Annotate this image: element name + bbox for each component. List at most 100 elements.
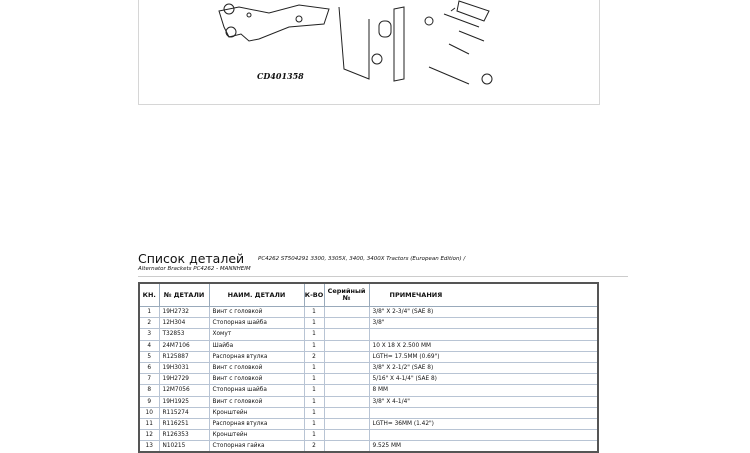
cell-index: 12 [138,429,160,442]
cell-part-name: Шайба [208,339,305,352]
parts-list-title: Список деталей [138,251,245,266]
cell-quantity: 1 [303,384,325,397]
cell-notes [368,429,599,442]
header-col-part-name: НАИМ. ДЕТАЛИ [208,282,305,307]
cell-part-name: Стопорная шайба [208,384,305,397]
cell-quantity: 1 [303,429,325,442]
cell-part-number: T32853 [158,328,210,341]
cell-serial [323,373,370,386]
cell-quantity: 2 [303,440,325,453]
cell-quantity: 1 [303,361,325,375]
cell-part-number: R115274 [158,406,210,419]
cell-index: 5 [138,350,160,363]
cell-serial [323,317,370,330]
cell-part-name: Хомут [208,328,305,341]
cell-part-number: N10215 [158,440,210,453]
cell-notes [368,406,599,419]
cell-part-number: 19H3031 [158,361,210,375]
cell-part-name: Винт с головкой [208,373,305,386]
diagram-code: CD401358 [257,71,304,81]
cell-serial [323,406,370,419]
cell-part-number: 19H2732 [158,305,210,319]
cell-index: 9 [138,395,160,408]
cell-index: 13 [138,440,160,453]
cell-notes: 5/16" X 4-1/4" (SAE 8) [368,373,599,386]
cell-quantity: 1 [303,339,325,352]
parts-diagram: CD401358 [138,0,600,105]
cell-serial [323,361,370,375]
cell-index: 11 [138,417,160,431]
cell-notes: 8 MM [368,384,599,397]
cell-quantity: 1 [303,395,325,408]
cell-index: 10 [138,406,160,419]
header-col-part-number: № ДЕТАЛИ [158,282,210,307]
cell-notes: 3/8" X 2-1/2" (SAE 8) [368,361,599,375]
cell-index: 6 [138,361,160,375]
cell-serial [323,350,370,363]
cell-index: 8 [138,384,160,397]
cell-notes: LGTH= 17.5MM (0.69") [368,350,599,363]
cell-part-name: Распорная втулка [208,417,305,431]
cell-part-number: R126353 [158,429,210,442]
cell-quantity: 1 [303,305,325,319]
cell-part-number: 19H2729 [158,373,210,386]
exploded-view-drawing [218,0,493,85]
cell-notes: 10 X 18 X 2.500 MM [368,339,599,352]
cell-part-name: Распорная втулка [208,350,305,363]
cell-quantity: 1 [303,328,325,341]
header-col-quantity: К-ВО [303,282,325,307]
cell-part-number: R125887 [158,350,210,363]
cell-notes: 3/8" [368,317,599,330]
cell-part-number: 24M7106 [158,339,210,352]
cell-part-name: Винт с головкой [208,361,305,375]
parts-list-subtitle: PC4262 ST504291 3300, 3305X, 3400, 3400X… [258,256,466,262]
cell-serial [323,384,370,397]
cell-notes [368,328,599,341]
cell-part-name: Стопорная шайба [208,317,305,330]
cell-index: 2 [138,317,160,330]
cell-quantity: 1 [303,317,325,330]
cell-part-number: 12M7056 [158,384,210,397]
cell-serial [323,305,370,319]
cell-part-number: 12H304 [158,317,210,330]
cell-serial [323,429,370,442]
cell-part-name: Винт с головкой [208,305,305,319]
cell-notes: 3/8" X 2-3/4" (SAE 8) [368,305,599,319]
cell-index: 4 [138,339,160,352]
header-col-serial: Серийный № [323,282,370,307]
cell-notes: 9.525 MM [368,440,599,453]
cell-quantity: 2 [303,350,325,363]
cell-index: 7 [138,373,160,386]
cell-part-name: Винт с головкой [208,395,305,408]
cell-serial [323,339,370,352]
cell-notes: LGTH= 36MM (1.42") [368,417,599,431]
cell-serial [323,328,370,341]
cell-index: 1 [138,305,160,319]
cell-notes: 3/8" X 4-1/4" [368,395,599,408]
cell-serial [323,417,370,431]
cell-part-name: Стопорная гайка [208,440,305,453]
cell-serial [323,395,370,408]
cell-part-name: Кронштейн [208,429,305,442]
divider [138,276,628,277]
parts-list-subtitle-2: Alternator Brackets PC4262 - MANNHEIM [138,266,251,272]
cell-serial [323,440,370,453]
cell-quantity: 1 [303,373,325,386]
cell-quantity: 1 [303,406,325,419]
cell-index: 3 [138,328,160,341]
cell-part-number: 19H1925 [158,395,210,408]
